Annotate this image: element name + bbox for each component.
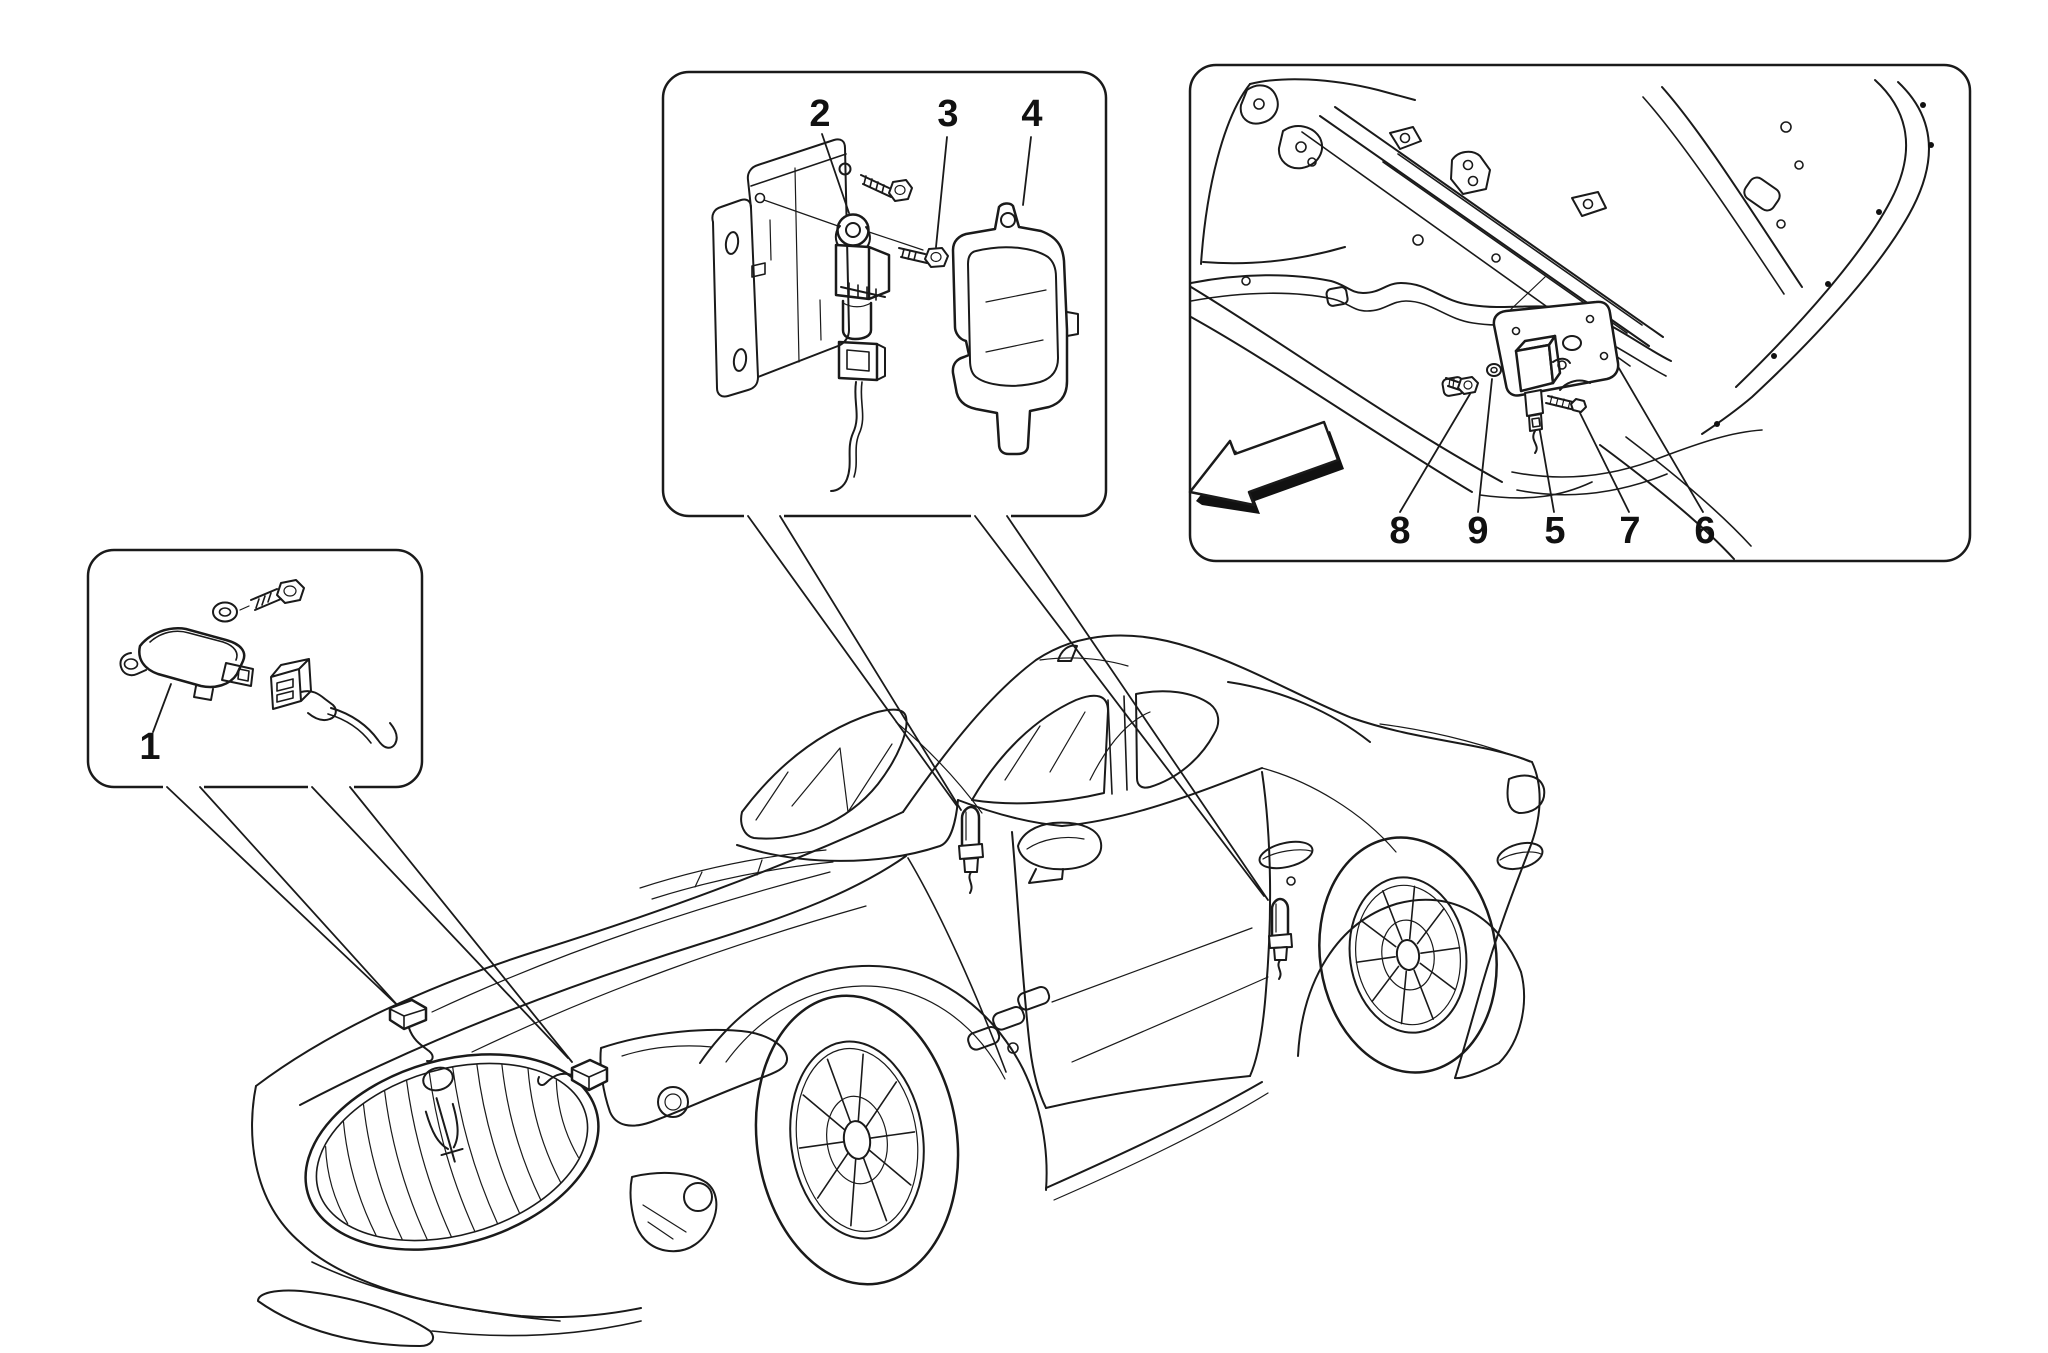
leader-lines: [1399, 357, 1704, 513]
fender-vents: [967, 985, 1051, 1054]
callout-boxes: [86, 63, 1972, 792]
front-hood-sensor: [537, 1058, 609, 1092]
grille: [304, 1053, 600, 1251]
headlight: [599, 1029, 789, 1127]
fog-lamp: [629, 1172, 718, 1253]
callout-front-sensor-parts: [119, 579, 398, 749]
washer-9: [1486, 363, 1502, 377]
door-sensor-on-car: [1268, 897, 1293, 980]
rear-wheel: [1318, 836, 1498, 1074]
hood-badge: [422, 1066, 454, 1092]
callout-sensor-bracket-parts: [711, 133, 1079, 492]
bolt-7: [1545, 395, 1587, 413]
leader-wedges: [166, 515, 1269, 1063]
door-handle: [1258, 840, 1314, 886]
part-label-3: 3: [937, 93, 959, 135]
part-label-1: 1: [139, 726, 161, 768]
trident-emblem: [424, 1097, 464, 1163]
car-line-drawing: [251, 634, 1546, 1347]
front-fender-sensor: [388, 998, 434, 1063]
part-label-2: 2: [809, 93, 831, 135]
part-label-9: 9: [1467, 510, 1489, 552]
part-label-8: 8: [1389, 510, 1411, 552]
callout-door-installation: [1188, 78, 1934, 560]
windshield-base-sensor: [958, 805, 984, 894]
part-label-5: 5: [1544, 510, 1566, 552]
fuel-cap: [1496, 841, 1544, 871]
part-label-6: 6: [1694, 510, 1716, 552]
direction-arrow-icon: [1188, 420, 1344, 514]
part-label-4: 4: [1021, 93, 1043, 135]
bolt-8: [1445, 376, 1479, 395]
door-crash-sensor: [1514, 334, 1571, 454]
part-label-7: 7: [1619, 510, 1641, 552]
door-mirror: [1017, 821, 1103, 884]
front-wheel: [754, 994, 960, 1286]
